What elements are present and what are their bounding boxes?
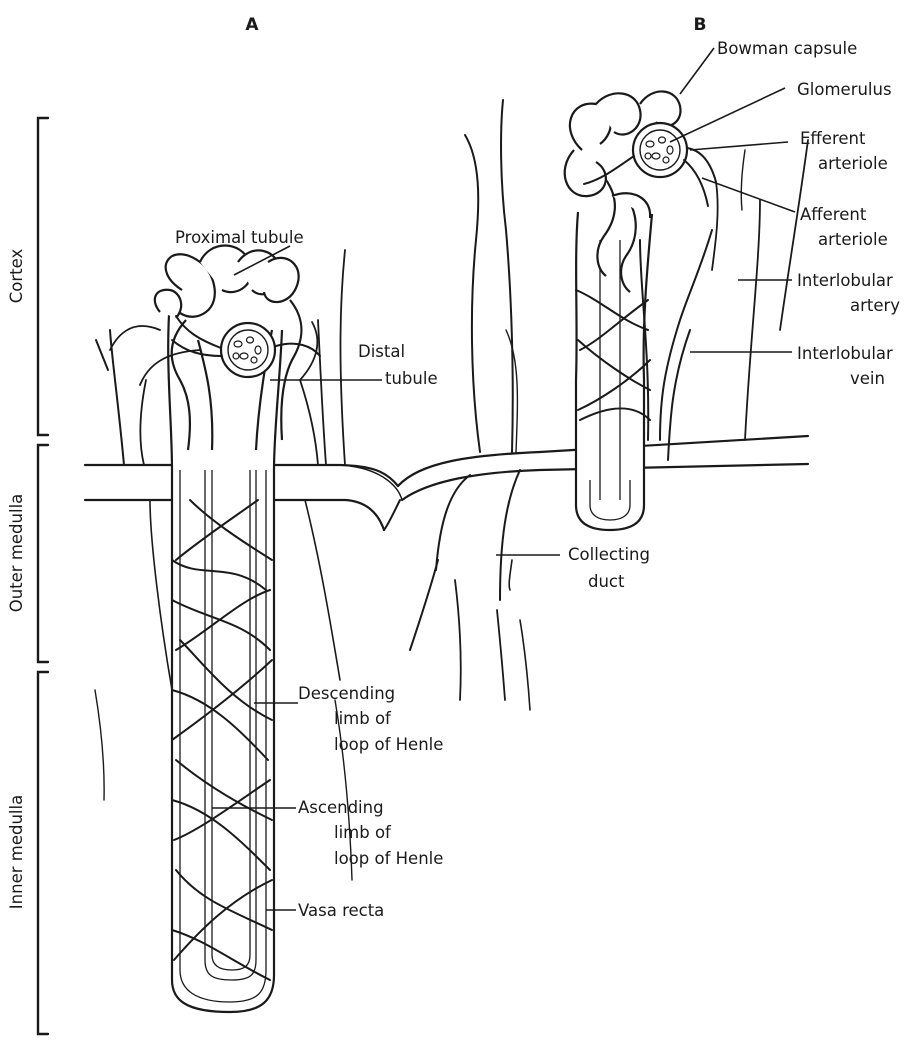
leader-efferent-arteriole	[690, 142, 788, 150]
glomerulus-a	[221, 323, 275, 377]
label-distal-tubule-line2: tubule	[385, 369, 438, 388]
label-descending-limb-line3: loop of Henle	[334, 735, 443, 754]
diagram-labels: Proximal tubule Distal tubule Collecting…	[175, 39, 900, 920]
label-interlobular-vein-line1: Interlobular	[797, 344, 893, 363]
label-descending-limb-line2: limb of	[334, 709, 392, 728]
loop-of-henle-a	[168, 300, 282, 1012]
label-distal-tubule-line1: Distal	[358, 342, 405, 361]
zone-label-outer-medulla: Outer medulla	[7, 494, 26, 613]
label-interlobular-artery-line1: Interlobular	[797, 271, 893, 290]
leader-bowman-capsule	[680, 48, 714, 94]
panel-label-a: A	[245, 15, 259, 35]
label-afferent-arteriole-line2: arteriole	[818, 230, 888, 249]
label-interlobular-artery-line2: artery	[850, 296, 900, 315]
inner-medulla-bracket	[38, 672, 48, 1034]
label-collecting-duct-line2: duct	[588, 572, 625, 591]
label-ascending-limb-line1: Ascending	[298, 798, 384, 817]
label-ascending-limb-line2: limb of	[334, 823, 392, 842]
nephron-a	[110, 246, 320, 1013]
label-glomerulus: Glomerulus	[797, 80, 892, 99]
label-efferent-arteriole-line1: Efferent	[800, 129, 866, 148]
leader-lines	[212, 48, 795, 910]
nephron-b	[565, 91, 718, 530]
label-collecting-duct-line1: Collecting	[568, 545, 650, 564]
leader-afferent-arteriole	[702, 178, 795, 212]
label-interlobular-vein-line2: vein	[850, 369, 885, 388]
label-bowman-capsule: Bowman capsule	[717, 39, 857, 58]
glomerulus-b	[633, 123, 687, 177]
outer-medulla-bracket	[38, 445, 48, 662]
label-ascending-limb-line3: loop of Henle	[334, 849, 443, 868]
cortex-bracket	[38, 118, 48, 435]
label-vasa-recta: Vasa recta	[298, 901, 384, 920]
label-afferent-arteriole-line1: Afferent	[800, 205, 867, 224]
zone-label-cortex: Cortex	[7, 249, 26, 304]
label-descending-limb-line1: Descending	[298, 684, 395, 703]
zone-label-inner-medulla: Inner medulla	[7, 795, 26, 909]
panel-label-b: B	[694, 15, 707, 35]
leader-glomerulus	[670, 88, 785, 142]
label-efferent-arteriole-line2: arteriole	[818, 154, 888, 173]
label-proximal-tubule: Proximal tubule	[175, 228, 304, 247]
zone-brackets	[38, 118, 48, 1034]
